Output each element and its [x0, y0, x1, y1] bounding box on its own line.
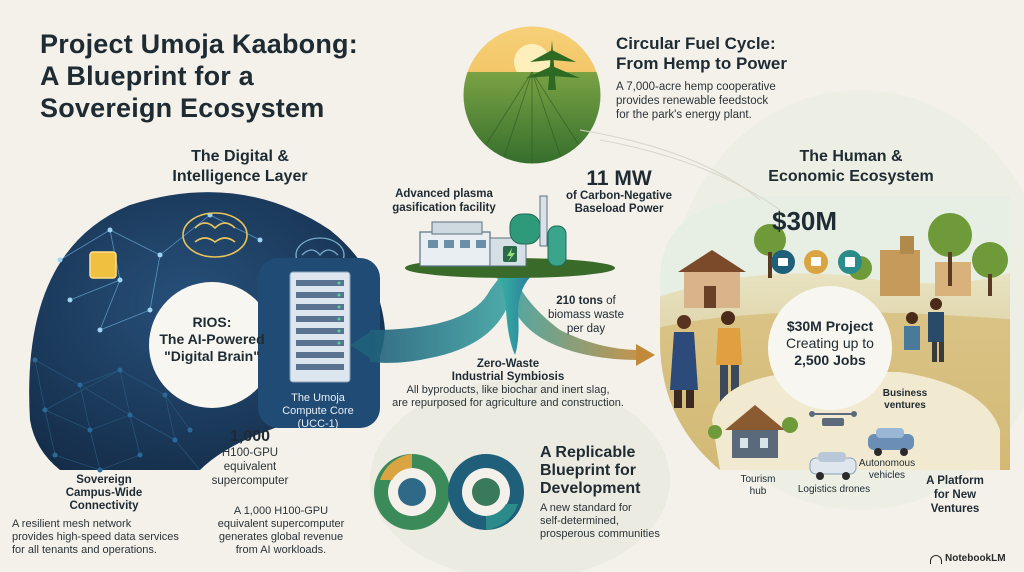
- digital-layer-heading: The Digital & Intelligence Layer: [172, 148, 308, 185]
- tourism-hut-icon: [725, 405, 785, 458]
- rios-label: RIOS: The AI-Powered "Digital Brain": [159, 314, 265, 364]
- connectivity-block: Sovereign Campus-Wide Connectivity: [65, 474, 143, 512]
- business-label: Business ventures: [882, 388, 928, 411]
- flow-arrow-left-icon: [350, 332, 370, 358]
- zero-waste-block: Zero-Waste Industrial Symbiosis All bypr…: [392, 358, 624, 409]
- connectivity-text: A resilient mesh network provides high-s…: [12, 518, 179, 556]
- ucc-label: The Umoja Compute Core (UCC-1): [282, 392, 354, 430]
- power-stat: 11 MW of Carbon-Negative Baseload Power: [565, 167, 673, 216]
- people-handshake-icon: [670, 311, 742, 408]
- brain-icon: [182, 212, 248, 258]
- human-ecosystem-heading: The Human & Economic Ecosystem: [768, 148, 934, 185]
- fuel-cycle-section: Circular Fuel Cycle: From Hemp to Power …: [616, 34, 787, 121]
- autonomous-car-icon: [809, 452, 857, 480]
- flow-arrow-right-icon: [636, 344, 655, 366]
- chip-icon: [89, 251, 117, 279]
- tourism-label: Tourism hub: [740, 474, 776, 497]
- drone-icon: [809, 411, 857, 426]
- blueprint-infinity-icon: [374, 454, 524, 530]
- gpu-stat: 1,000 H100-GPU equivalent supercomputer: [211, 428, 289, 487]
- plasma-label: Advanced plasma gasification facility: [392, 188, 496, 214]
- page-title: Project Umoja Kaabong: A Blueprint for a…: [40, 29, 358, 123]
- jobs-stat: $30M Project Creating up to 2,500 Jobs: [786, 318, 874, 368]
- revenue-text: A 1,000 H100-GPU equivalent supercompute…: [217, 505, 345, 556]
- car-icon: [868, 428, 914, 456]
- hemp-field-image: [462, 25, 602, 165]
- biomass-stat: 210 tons of biomass waste per day: [547, 295, 625, 335]
- drones-label: Logistics drones: [797, 484, 871, 495]
- autonomous-label: Autonomous vehicles: [858, 458, 916, 481]
- platform-label: A Platform for New Ventures: [926, 475, 984, 515]
- notebooklm-brand: NotebookLM: [930, 552, 1006, 566]
- notebooklm-logo-icon: [930, 554, 942, 564]
- plasma-facility-icon: [419, 195, 567, 267]
- investment-amount: $30M: [772, 206, 838, 236]
- blueprint-section: A Replicable Blueprint for Development A…: [540, 444, 660, 540]
